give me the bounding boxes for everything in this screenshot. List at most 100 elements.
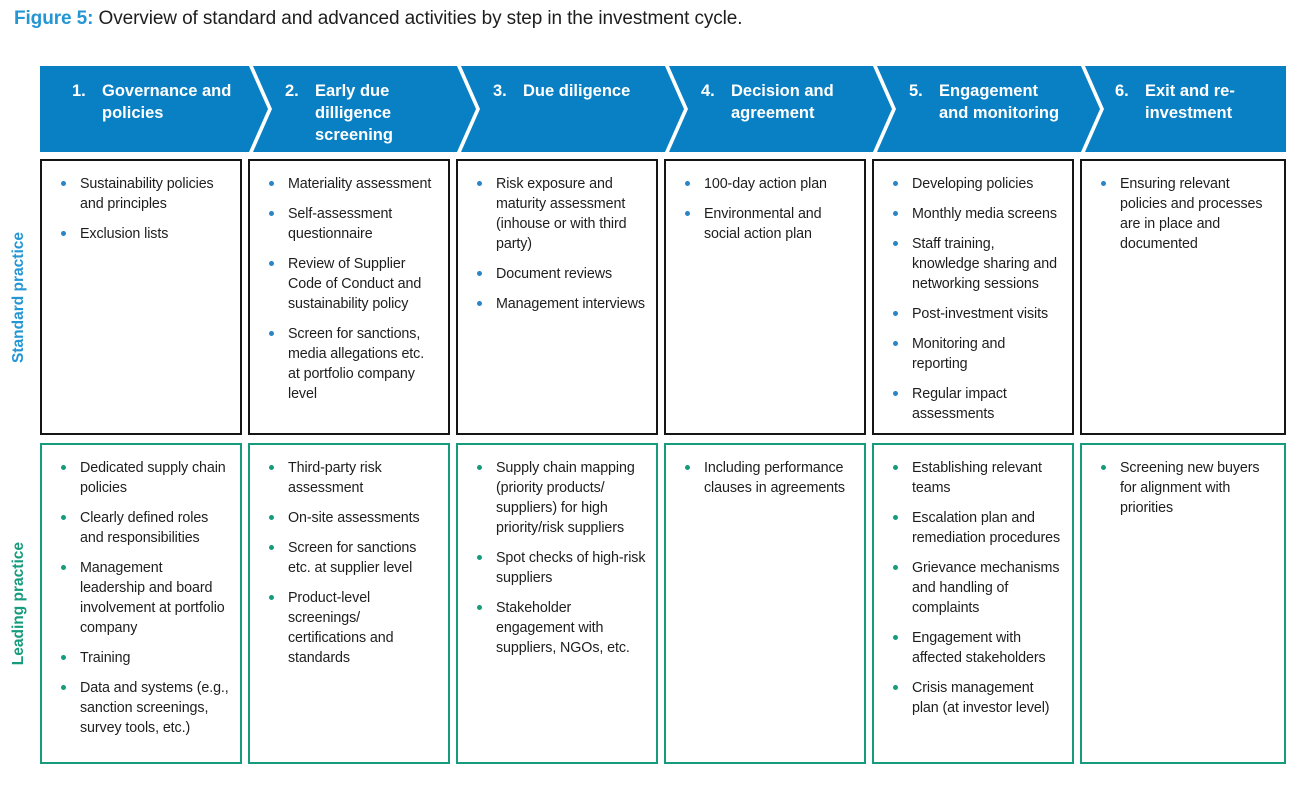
practice-item-text: 100-day action plan (704, 176, 827, 192)
step-number: 5. (909, 82, 923, 100)
step-4-leading-practice-box: Including performance clauses in agreeme… (664, 443, 866, 764)
practice-item: Third-party risk assessment (262, 458, 439, 498)
practice-item-text: Management leadership and board involvem… (80, 560, 225, 637)
practice-item: Staff training, knowledge sharing and ne… (886, 234, 1063, 294)
practice-item: Crisis management plan (at investor leve… (886, 678, 1063, 718)
leading-practice-list: Including performance clauses in agreeme… (678, 458, 855, 498)
practice-item-text: Monthly media screens (912, 206, 1057, 223)
practice-item: Monitoring and reporting (886, 334, 1063, 374)
standard-practice-list: Risk exposure and maturity assessment (i… (470, 174, 647, 314)
practice-item: Product-level screenings/ certifications… (262, 588, 439, 668)
bullet-icon (61, 181, 66, 186)
practice-item-text: Post-investment visits (912, 306, 1049, 323)
practice-item: Spot checks of high-risk suppliers (470, 548, 647, 588)
practice-item-text: Training (80, 650, 131, 667)
bullet-icon (61, 565, 66, 571)
practice-item: Engagement with affected stakeholders (886, 628, 1063, 668)
practice-item: Management leadership and board involvem… (54, 558, 231, 638)
step-3-leading-practice-box: Supply chain mapping (priority products/… (456, 443, 658, 764)
bullet-icon (685, 465, 690, 470)
step-number: 2. (285, 82, 299, 100)
standard-practice-label-text: Standard practice (10, 231, 27, 363)
practice-item-text: Establishing relevant teams (912, 460, 1042, 497)
step-4-header-arrow: 4.Decision and agreement (669, 66, 892, 152)
practice-item-text: Regular impact assessments (912, 386, 1007, 423)
step-6-header-arrow: 6.Exit and re-investment (1085, 66, 1286, 152)
step-2-header-arrow: 2.Early due dilligence screening (253, 66, 476, 152)
practice-item-text: Materiality assessment (288, 176, 432, 192)
practice-item: Screen for sanctions, media allegations … (262, 324, 439, 404)
bullet-icon (477, 555, 482, 561)
step-title: Engagement and monitoring (939, 82, 1060, 122)
practice-item-text: Review of Supplier Code of Conduct and s… (288, 256, 422, 313)
bullet-icon (893, 635, 898, 641)
bullet-icon (477, 465, 482, 470)
practice-item: Document reviews (470, 264, 647, 284)
bullet-icon (61, 685, 66, 691)
practice-item: Stakeholder engagement with suppliers, N… (470, 598, 647, 658)
bullet-icon (477, 271, 482, 277)
bullet-icon (893, 515, 898, 521)
practice-item: Escalation plan and remediation procedur… (886, 508, 1063, 548)
step-title: Exit and re-investment (1145, 82, 1235, 122)
bullet-icon (893, 211, 898, 217)
bullet-icon (269, 331, 274, 337)
practice-item-text: Clearly defined roles and responsibiliti… (80, 510, 209, 547)
practice-item: Monthly media screens (886, 204, 1063, 224)
bullet-icon (893, 341, 898, 347)
practice-item: Clearly defined roles and responsibiliti… (54, 508, 231, 548)
practice-item: Review of Supplier Code of Conduct and s… (262, 254, 439, 314)
step-number: 3. (493, 82, 507, 100)
step-3-standard-practice-box: Risk exposure and maturity assessment (i… (456, 159, 658, 435)
bullet-icon (685, 181, 690, 186)
practice-item: Regular impact assessments (886, 384, 1063, 424)
bullet-icon (61, 465, 66, 470)
standard-practice-list: Ensuring relevant policies and processes… (1094, 174, 1275, 254)
practice-item-text: Third-party risk assessment (288, 460, 382, 497)
practice-item: Risk exposure and maturity assessment (i… (470, 174, 647, 254)
bullet-icon (269, 465, 274, 470)
practice-item-text: Stakeholder engagement with suppliers, N… (496, 600, 630, 657)
step-number: 1. (72, 82, 86, 100)
bullet-icon (269, 211, 274, 217)
bullet-icon (477, 605, 482, 611)
practice-item-text: Risk exposure and maturity assessment (i… (496, 176, 627, 253)
practice-item-text: Self-assessment questionnaire (288, 206, 393, 243)
practice-item: Self-assessment questionnaire (262, 204, 439, 244)
bullet-icon (269, 545, 274, 551)
bullet-icon (269, 595, 274, 601)
practice-item: Management interviews (470, 294, 647, 314)
practice-item: Exclusion lists (54, 224, 231, 244)
bullet-icon (893, 391, 898, 397)
practice-item-text: Supply chain mapping (priority products/… (496, 460, 635, 537)
leading-practice-label-text: Leading practice (10, 541, 27, 666)
practice-item-text: Data and systems (e.g., sanction screeni… (80, 680, 229, 737)
step-6-standard-practice-box: Ensuring relevant policies and processes… (1080, 159, 1286, 435)
practice-item: Establishing relevant teams (886, 458, 1063, 498)
practice-item-text: Monitoring and reporting (912, 336, 1006, 373)
practice-item: Post-investment visits (886, 304, 1063, 324)
bullet-icon (61, 515, 66, 521)
practice-item-text: Sustainability policies and principles (80, 176, 214, 213)
step-title: Due diligence (523, 82, 631, 100)
practice-item: Data and systems (e.g., sanction screeni… (54, 678, 231, 738)
standard-practice-row-label: Standard practice (0, 159, 38, 435)
practice-item-text: Screen for sanctions, media allegations … (288, 326, 425, 403)
practice-item-text: Dedicated supply chain policies (80, 460, 226, 497)
bullet-icon (269, 261, 274, 267)
practice-item-text: Management interviews (496, 296, 645, 313)
step-number: 4. (701, 82, 715, 100)
leading-practice-list: Supply chain mapping (priority products/… (470, 458, 647, 658)
practice-item: Screening new buyers for alignment with … (1094, 458, 1275, 518)
practice-item: Supply chain mapping (priority products/… (470, 458, 647, 538)
practice-item: Including performance clauses in agreeme… (678, 458, 855, 498)
practice-item: Screen for sanctions etc. at supplier le… (262, 538, 439, 578)
step-title: Governance and policies (102, 82, 232, 122)
bullet-icon (477, 301, 482, 307)
